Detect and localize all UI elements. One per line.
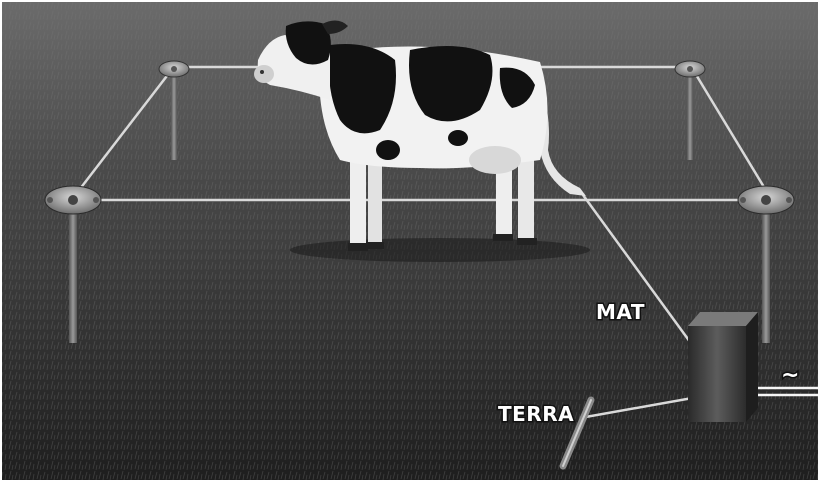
fence-post-front-right bbox=[762, 205, 770, 343]
insulator-icon bbox=[675, 61, 705, 77]
fence-post-back-right bbox=[687, 72, 693, 160]
energizer-label: MAT bbox=[596, 300, 645, 324]
mains-label: ~ bbox=[781, 363, 800, 388]
insulator-icon bbox=[159, 61, 189, 77]
ground-label: TERRA bbox=[498, 402, 574, 426]
fence-post-back-left bbox=[171, 72, 177, 160]
insulator-icon bbox=[45, 186, 101, 214]
fence-post-front-left bbox=[69, 205, 77, 343]
insulator-icon bbox=[738, 186, 794, 214]
energizer-box-icon bbox=[688, 312, 758, 422]
